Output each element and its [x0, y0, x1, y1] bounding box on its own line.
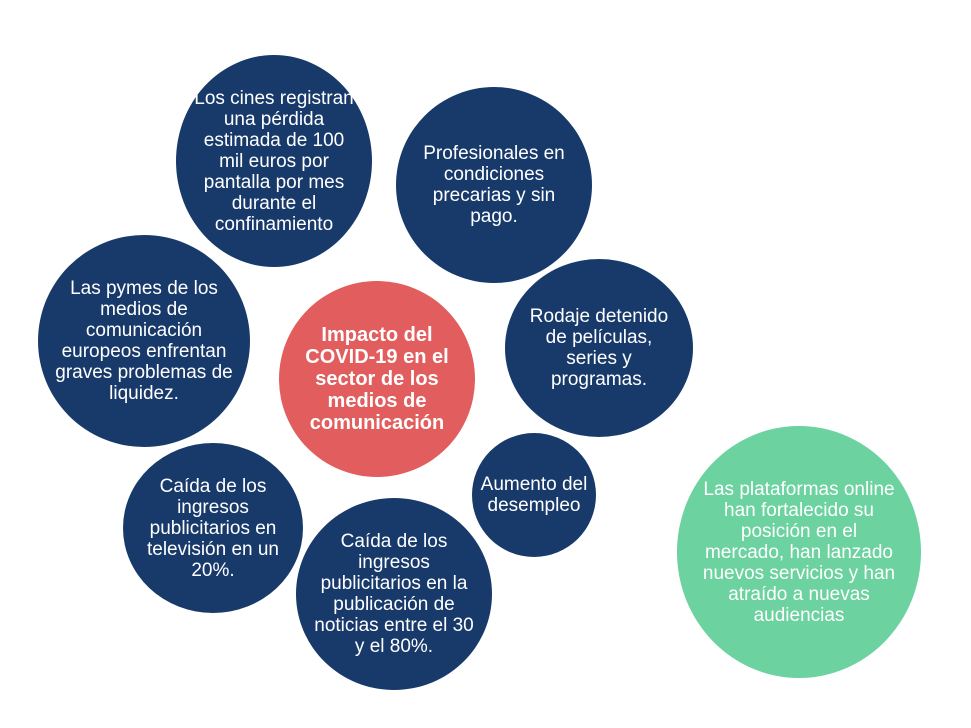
- bubble-pymes: Las pymes de los medios de comunicación …: [38, 235, 250, 447]
- center-topic-text: Impacto del COVID-19 en el sector de los…: [305, 324, 449, 434]
- bubble-cines: Los cines registran una pérdida estimada…: [176, 55, 372, 267]
- bubble-pymes-text: Las pymes de los medios de comunicación …: [55, 278, 233, 404]
- bubble-cines-text: Los cines registran una pérdida estimada…: [194, 87, 354, 235]
- bubble-noticias: Caída de los ingresos publicitarios en l…: [296, 498, 492, 690]
- bubble-plataformas-text: Las plataformas online han fortalecido s…: [702, 478, 896, 626]
- bubble-tv-text: Caída de los ingresos publicitarios en t…: [146, 475, 280, 581]
- bubble-tv: Caída de los ingresos publicitarios en t…: [123, 443, 303, 613]
- bubble-profesionales-text: Profesionales en condiciones precarias y…: [423, 143, 565, 227]
- bubble-desempleo-text: Aumento del desempleo: [480, 474, 588, 516]
- bubble-rodaje: Rodaje detenido de películas, series y p…: [505, 259, 693, 437]
- bubble-desempleo: Aumento del desempleo: [472, 433, 596, 557]
- center-topic: Impacto del COVID-19 en el sector de los…: [279, 281, 475, 477]
- bubble-profesionales: Profesionales en condiciones precarias y…: [396, 87, 592, 283]
- bubble-rodaje-text: Rodaje detenido de películas, series y p…: [529, 306, 669, 390]
- bubble-plataformas: Las plataformas online han fortalecido s…: [677, 426, 921, 678]
- bubble-noticias-text: Caída de los ingresos publicitarios en l…: [314, 531, 474, 657]
